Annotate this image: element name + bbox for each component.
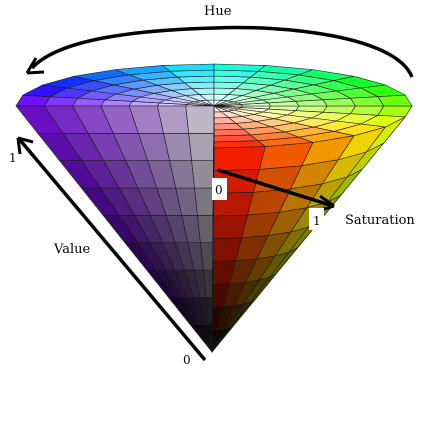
hue-label: Hue (204, 4, 232, 19)
cutaway-patch (191, 160, 214, 189)
hue-arrowhead (25, 57, 45, 75)
saturation-zero-label: 0 (215, 183, 223, 197)
top-patch (322, 97, 356, 107)
hue-arrow (30, 25, 414, 78)
cone-cutaway-faces (15, 105, 215, 353)
top-patch (15, 94, 51, 107)
saturation-one-label: 1 (313, 214, 321, 228)
cutaway-patch (194, 187, 214, 216)
saturation-zero-box (212, 178, 227, 200)
value-arrow (18, 138, 207, 362)
value-arrowhead (16, 136, 34, 155)
top-patch (213, 63, 266, 72)
cutaway-patch (188, 133, 215, 161)
top-patch (377, 105, 413, 118)
side-patch (213, 146, 266, 171)
value-top-label: 1 (9, 151, 17, 165)
saturation-label: Saturation (345, 213, 415, 228)
saturation-arrow (217, 168, 331, 207)
top-patch (213, 140, 266, 149)
cone-top-surface (15, 63, 413, 149)
cutaway-patch (15, 105, 64, 134)
top-patch (377, 94, 413, 107)
cutaway-patch (185, 105, 215, 134)
top-patch (162, 63, 215, 72)
side-patch (212, 214, 248, 239)
value-bottom-label: 0 (183, 353, 191, 367)
value-label: Value (53, 242, 90, 257)
saturation-one-box (309, 208, 324, 230)
